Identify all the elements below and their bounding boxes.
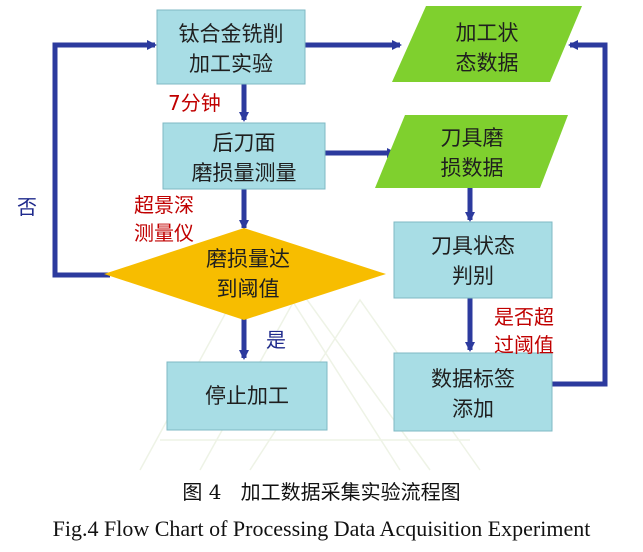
tool-state-line-1: 刀具状态 [431, 234, 515, 258]
flank-wear-line-1: 后刀面 [213, 131, 276, 155]
state-data-line-2: 态数据 [456, 51, 519, 75]
yes-branch-label: 是 [266, 328, 286, 352]
wear-data-line-1: 刀具磨 [441, 126, 504, 150]
tool-state-discrimination-box [393, 221, 553, 299]
milling-experiment-box [156, 9, 306, 85]
decision-line-2: 到阈值 [217, 277, 280, 301]
milling-experiment-line-2: 加工实验 [189, 52, 273, 76]
figure-caption-english: Fig.4 Flow Chart of Processing Data Acqu… [52, 516, 591, 541]
instrument-annotation-line-2: 测量仪 [134, 221, 194, 245]
tool-state-line-2: 判别 [452, 264, 494, 288]
instrument-annotation-line-1: 超景深 [134, 193, 194, 217]
state-data-line-1: 加工状 [456, 21, 519, 45]
exceed-threshold-line-1: 是否超 [494, 305, 554, 329]
arrow-label-loop [552, 40, 608, 387]
arrow-decision-no-loop [52, 40, 157, 278]
wear-threshold-decision-diamond [104, 228, 386, 320]
connectors [52, 40, 608, 387]
decision-line-1: 磨损量达 [206, 247, 290, 271]
flank-wear-line-2: 磨损量测量 [192, 161, 297, 185]
processing-state-data-parallelogram [392, 6, 582, 82]
flank-wear-measurement-box [162, 122, 326, 190]
stop-processing-label: 停止加工 [205, 384, 289, 408]
exceed-threshold-line-2: 过阈值 [494, 333, 554, 357]
tool-wear-data-parallelogram [375, 115, 568, 188]
stop-processing-box [166, 361, 328, 431]
figure-caption-chinese: 图 4 加工数据采集实验流程图 [182, 480, 461, 504]
interval-annotation: 7分钟 [168, 91, 221, 115]
data-label-adding-box [393, 352, 553, 432]
no-branch-label: 否 [17, 195, 37, 219]
data-label-line-1: 数据标签 [431, 367, 515, 391]
data-label-line-2: 添加 [452, 397, 494, 421]
milling-experiment-line-1: 钛合金铣削 [179, 22, 284, 46]
wear-data-line-2: 损数据 [441, 156, 504, 180]
